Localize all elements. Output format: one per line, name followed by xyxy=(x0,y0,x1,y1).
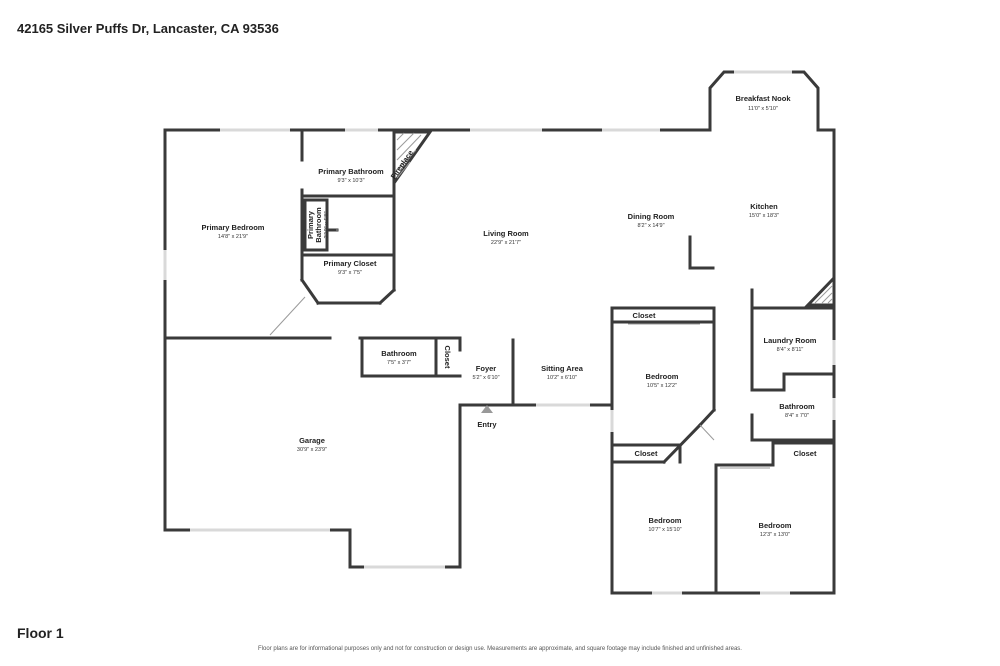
room-sitting-area: Sitting Area 10'2" x 6'10" xyxy=(541,364,584,381)
room-foyer: Foyer 5'2" x 6'10" xyxy=(472,364,499,381)
room-name: Kitchen xyxy=(750,202,778,211)
room-bedroom-3: Bedroom 12'3" x 13'0" xyxy=(759,521,792,538)
room-dims: 10'7" x 15'10" xyxy=(648,527,681,533)
room-dims: 8'4" x 7'0" xyxy=(785,413,809,419)
room-name: Laundry Room xyxy=(764,336,817,345)
room-name-line2: Bathroom xyxy=(314,207,323,243)
room-name: Closet xyxy=(635,449,658,458)
room-name-line1: Primary xyxy=(306,210,315,239)
room-hall-closet: Closet xyxy=(443,346,452,369)
room-garage: Garage 30'9" x 23'9" xyxy=(297,436,327,453)
room-dims: 7'5" x 3'7" xyxy=(387,360,411,366)
room-dims: 15'0" x 18'3" xyxy=(749,213,779,219)
room-name: Bathroom xyxy=(381,349,417,358)
room-dims: 11'0" x 5'10" xyxy=(748,106,778,112)
room-dims: 30'9" x 23'9" xyxy=(297,447,327,453)
room-dining-room: Dining Room 8'2" x 14'9" xyxy=(628,212,675,229)
room-bathroom-2: Bathroom 8'4" x 7'0" xyxy=(779,402,815,419)
room-name: Bathroom xyxy=(779,402,815,411)
room-name: Closet xyxy=(794,449,817,458)
room-dims: 8'2" x 14'9" xyxy=(637,223,664,229)
room-bedroom-2: Bedroom 10'7" x 15'10" xyxy=(648,516,681,533)
room-name: Bedroom xyxy=(646,372,679,381)
room-closet-bedroom-3: Closet xyxy=(794,449,817,458)
room-dims: 8'4" x 8'11" xyxy=(777,347,804,353)
room-name: Primary Bedroom xyxy=(202,223,265,232)
room-primary-closet: Primary Closet 9'3" x 7'5" xyxy=(324,259,377,276)
windows xyxy=(163,70,836,595)
hatching xyxy=(396,132,833,304)
room-name: Primary Bathroom xyxy=(318,167,384,176)
room-dims: 12'3" x 13'0" xyxy=(760,532,790,538)
entry-arrow-icon xyxy=(481,405,493,413)
room-name: Sitting Area xyxy=(541,364,584,373)
outer-walls xyxy=(163,70,836,595)
room-name: Bedroom xyxy=(759,521,792,530)
room-dims: 9'3" x 10'3" xyxy=(337,178,364,184)
room-dims: 10'5" x 12'2" xyxy=(647,383,677,389)
room-name: Bedroom xyxy=(649,516,682,525)
room-dims: 5'2" x 6'10" xyxy=(472,375,499,381)
room-name: Breakfast Nook xyxy=(735,94,791,103)
room-dims: 9'3" x 7'5" xyxy=(338,270,362,276)
room-dims: 14'8" x 21'9" xyxy=(218,234,248,240)
entry-label: Entry xyxy=(477,420,497,429)
room-name: Closet xyxy=(443,346,452,369)
room-bedroom-1: Bedroom 10'5" x 12'2" xyxy=(646,372,679,389)
room-name: Primary Closet xyxy=(324,259,377,268)
floor-label: Floor 1 xyxy=(17,625,64,641)
interior-walls xyxy=(163,128,836,595)
room-dims: 10'2" x 6'10" xyxy=(547,375,577,381)
room-primary-bathroom: Primary Bathroom 9'3" x 10'3" xyxy=(318,167,384,184)
door-lines xyxy=(269,228,770,469)
room-name: Foyer xyxy=(476,364,497,373)
room-hall-bathroom: Bathroom 7'5" x 3'7" xyxy=(381,349,417,366)
room-breakfast-nook: Breakfast Nook 11'0" x 5'10" xyxy=(735,94,791,112)
room-name: Dining Room xyxy=(628,212,675,221)
room-dims: 22'9" x 21'7" xyxy=(491,240,521,246)
room-primary-bedroom: Primary Bedroom 14'8" x 21'9" xyxy=(202,223,265,240)
disclaimer: Floor plans are for informational purpos… xyxy=(258,646,742,652)
room-name: Living Room xyxy=(483,229,529,238)
room-name: Closet xyxy=(633,311,656,320)
room-laundry-room: Laundry Room 8'4" x 8'11" xyxy=(764,336,817,353)
property-address: 42165 Silver Puffs Dr, Lancaster, CA 935… xyxy=(17,21,279,36)
room-dims: 2'10" x 5'8" xyxy=(324,211,330,238)
room-closet-bedroom-1: Closet xyxy=(633,311,656,320)
room-living-room: Living Room 22'9" x 21'7" xyxy=(483,229,529,246)
room-kitchen: Kitchen 15'0" x 18'3" xyxy=(749,202,779,219)
room-closet-bedroom-2: Closet xyxy=(635,449,658,458)
room-primary-bathroom-small: Primary Bathroom 2'10" x 5'8" xyxy=(306,207,330,243)
room-name: Garage xyxy=(299,436,325,445)
